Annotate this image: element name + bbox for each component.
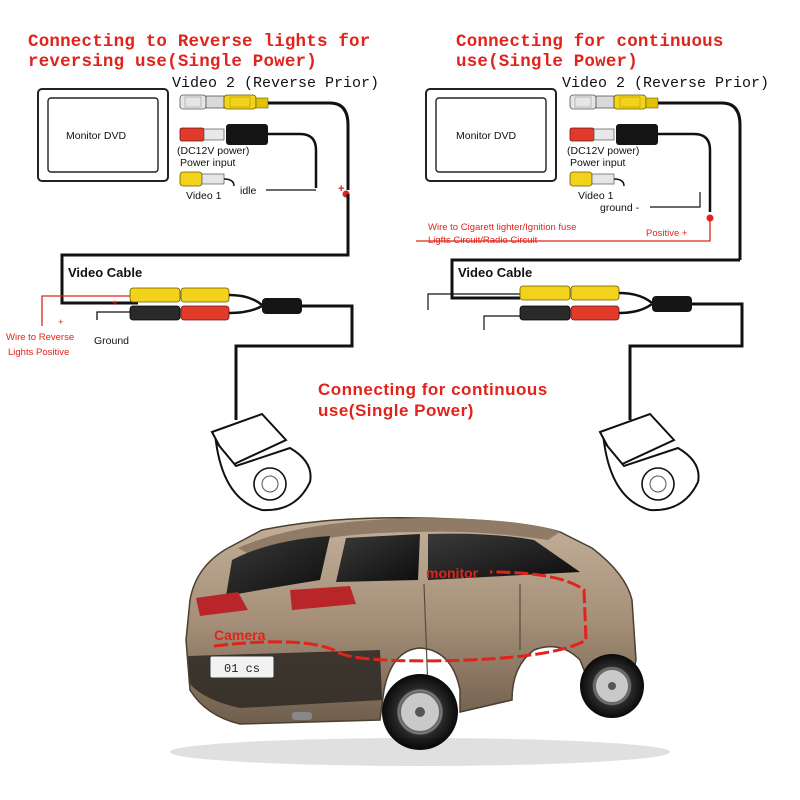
right-video-cable-label: Video Cable xyxy=(458,265,532,280)
right-video-cable xyxy=(450,258,740,300)
right-ground-label: ground - xyxy=(600,202,640,214)
left-dc-label: (DC12V power) xyxy=(177,145,249,157)
right-title-line1: Connecting for continuous xyxy=(456,32,724,52)
left-video-cable xyxy=(60,194,350,305)
right-power-connector: (DC12V power) Power input xyxy=(567,124,712,212)
left-cable-rca-pair xyxy=(129,287,354,420)
left-plus-small: + xyxy=(112,298,118,309)
right-monitor-label: Monitor DVD xyxy=(456,130,517,142)
left-video1-label: Video 1 xyxy=(186,190,222,202)
right-video1-connector: Video 1 xyxy=(569,171,625,202)
right-power-label: Power input xyxy=(570,157,626,169)
right-video2-connector xyxy=(569,94,742,260)
left-power-connector: (DC12V power) Power input xyxy=(177,124,318,188)
left-idle-label: idle xyxy=(240,185,257,197)
left-title-line1: Connecting to Reverse lights for xyxy=(28,32,370,52)
left-video-cable-label: Video Cable xyxy=(68,265,142,280)
right-wire-label-1: Wire to Cigarett lighter/Ignition fuse xyxy=(428,222,576,233)
left-plus-label: + xyxy=(338,183,344,195)
left-ground-label: Ground xyxy=(94,335,129,347)
middle-caption-line2: use(Single Power) xyxy=(318,401,474,420)
car-illustration: 01 cs monitor Camera xyxy=(170,517,670,766)
routing-path xyxy=(213,570,588,663)
left-plus-small2: + xyxy=(58,317,64,328)
left-monitor: Monitor DVD xyxy=(37,88,169,182)
left-wire-label-2: Lights Positive xyxy=(8,347,69,358)
middle-caption-line1: Connecting for continuous xyxy=(318,380,548,399)
right-positive-label: Positive + xyxy=(646,228,688,239)
right-monitor: Monitor DVD xyxy=(425,88,557,182)
left-panel: Connecting to Reverse lights for reversi… xyxy=(6,32,379,512)
left-video2-label: Video 2 (Reverse Prior) xyxy=(172,75,379,92)
left-wire-label-1: Wire to Reverse xyxy=(6,332,74,343)
car-camera-label: Camera xyxy=(214,627,266,643)
right-video2-label: Video 2 (Reverse Prior) xyxy=(562,75,769,92)
left-camera xyxy=(210,412,312,512)
right-dc-label: (DC12V power) xyxy=(567,145,639,157)
right-positive-wire xyxy=(416,218,711,242)
right-video1-label: Video 1 xyxy=(578,190,614,202)
left-video1-connector: Video 1 xyxy=(179,171,235,202)
left-reverse-wire xyxy=(41,295,138,326)
car-plate: 01 cs xyxy=(224,662,260,676)
left-power-label: Power input xyxy=(180,157,236,169)
left-title-line2: reversing use(Single Power) xyxy=(28,52,317,72)
car-monitor-label: monitor xyxy=(426,565,479,581)
right-wire-label-2: Ligfts Circuit/Radio Circuit xyxy=(428,235,538,246)
right-camera xyxy=(598,412,700,512)
right-title-line2: use(Single Power) xyxy=(456,52,638,72)
left-monitor-label: Monitor DVD xyxy=(66,130,127,142)
right-panel: Connecting for continuous use(Single Pow… xyxy=(416,32,769,512)
right-cable-rca-pair xyxy=(519,285,744,420)
left-video2-connector xyxy=(179,94,350,190)
